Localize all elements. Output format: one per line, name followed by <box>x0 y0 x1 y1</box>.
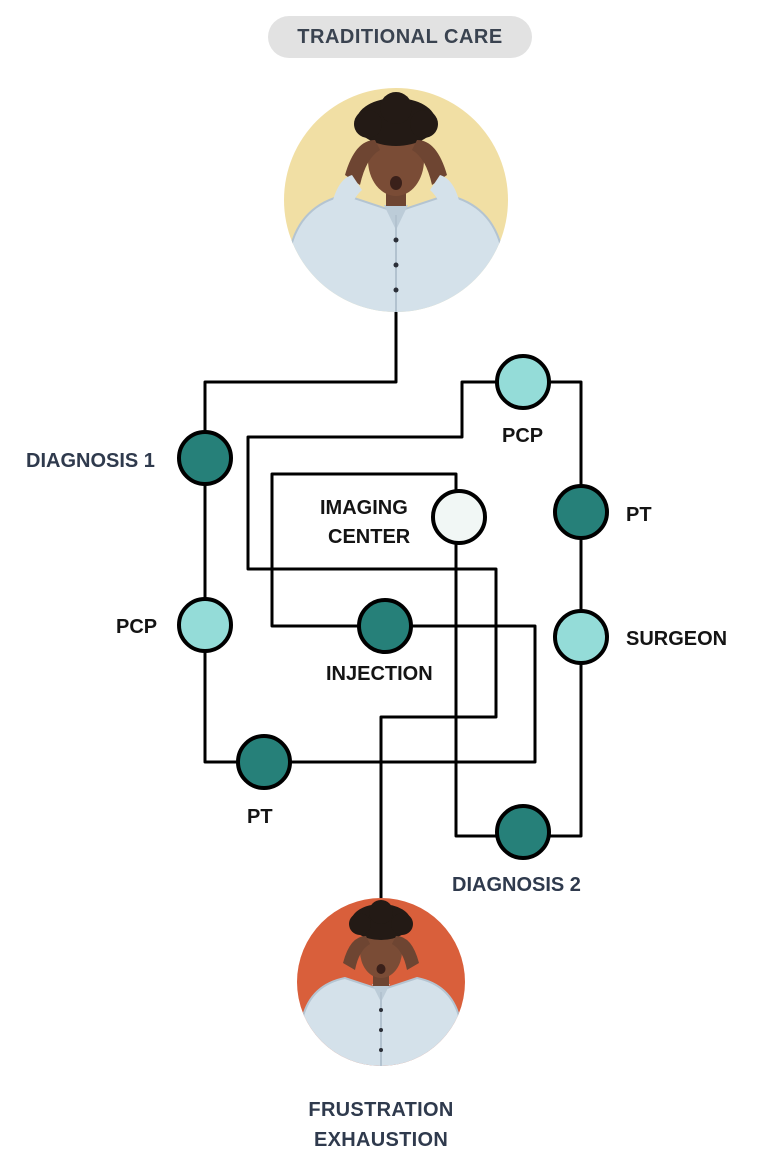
node-pcp-top <box>495 354 551 410</box>
outcome-line-1: FRUSTRATION <box>308 1099 454 1121</box>
label-surgeon: SURGEON <box>626 628 727 650</box>
label-pcp-left: PCP <box>116 616 157 638</box>
node-pt-bottom <box>236 734 292 790</box>
node-injection <box>357 598 413 654</box>
patient-avatar-end <box>297 898 465 1066</box>
node-diagnosis-1 <box>177 430 233 486</box>
node-diagnosis-2 <box>495 804 551 860</box>
label-pcp-top: PCP <box>502 425 543 447</box>
label-diagnosis-2: DIAGNOSIS 2 <box>452 874 581 896</box>
title-badge: TRADITIONAL CARE <box>268 16 532 58</box>
node-surgeon <box>553 609 609 665</box>
outcome-caption: FRUSTRATION EXHAUSTION <box>231 1095 531 1155</box>
label-imaging-line1: IMAGING <box>320 497 408 519</box>
label-imaging-line2: CENTER <box>328 526 411 548</box>
label-diagnosis-1: DIAGNOSIS 1 <box>26 450 155 472</box>
patient-avatar-start <box>284 88 508 312</box>
node-pcp-left <box>177 597 233 653</box>
label-pt-right: PT <box>626 504 652 526</box>
node-imaging-center <box>431 489 487 545</box>
label-injection: INJECTION <box>326 663 433 685</box>
label-pt-bottom: PT <box>247 806 273 828</box>
outcome-line-2: EXHAUSTION <box>313 1129 449 1151</box>
node-pt-right <box>553 484 609 540</box>
